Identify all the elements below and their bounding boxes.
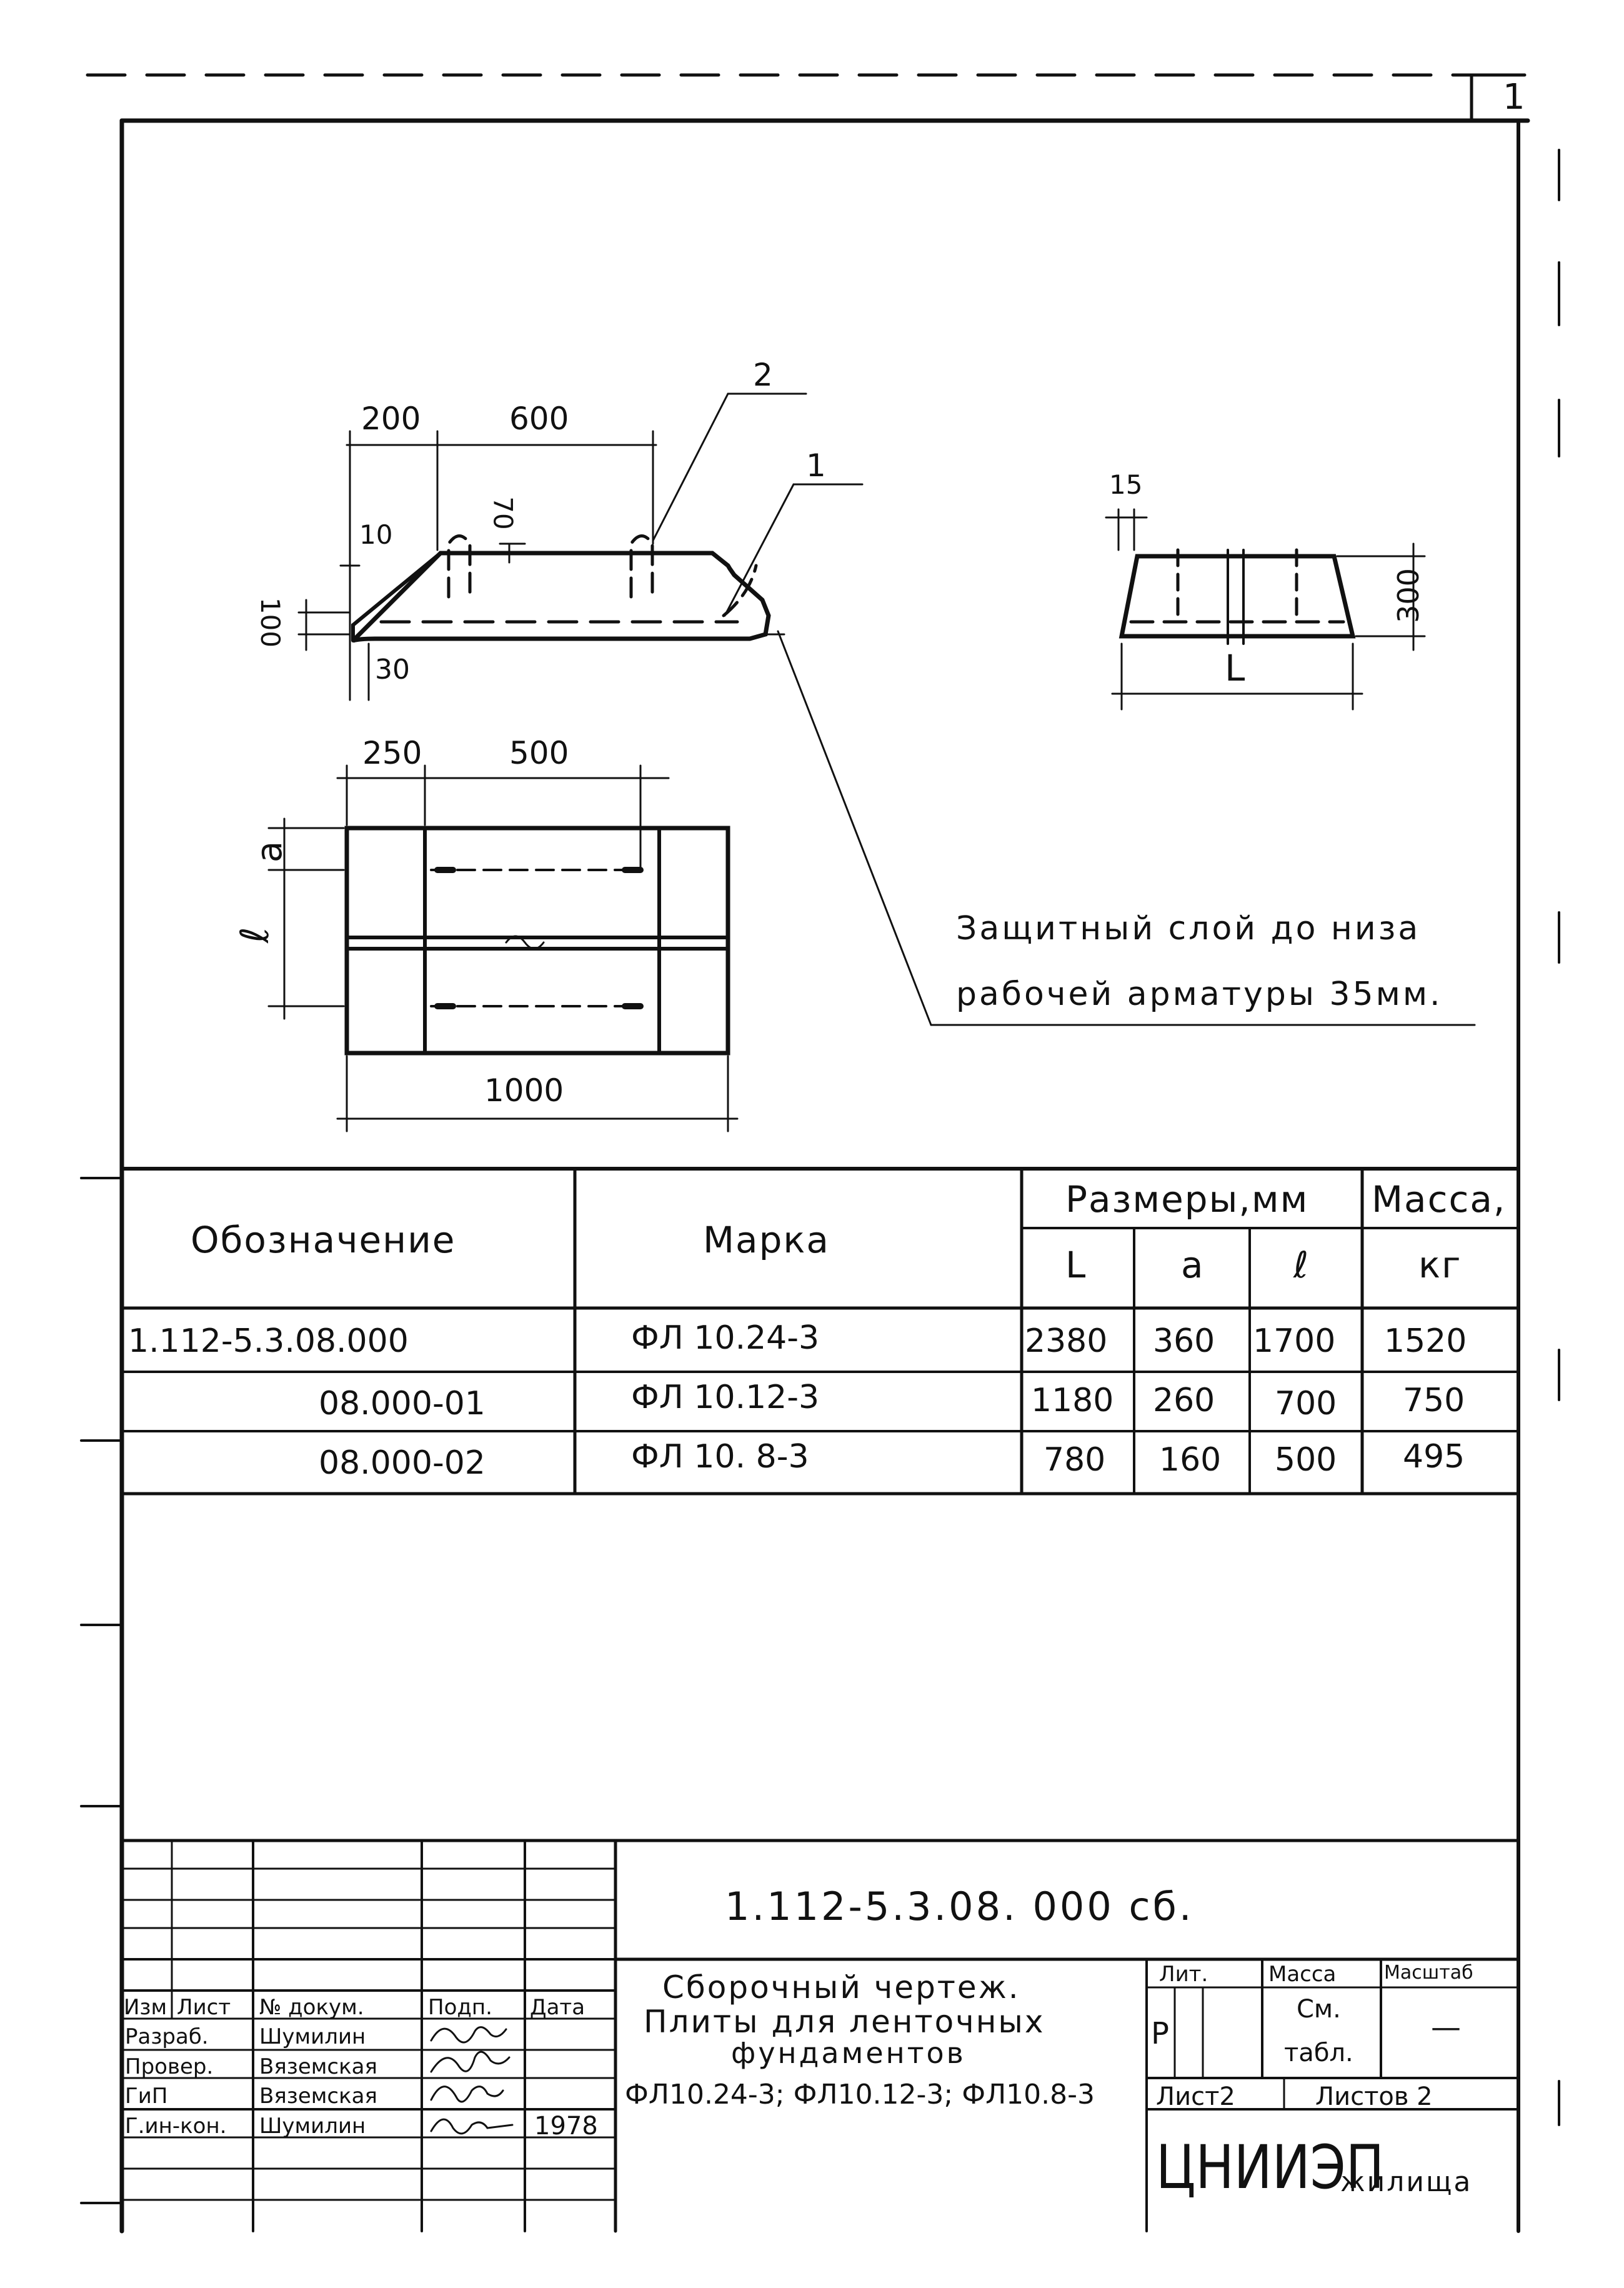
org-logo: ЦНИИЭП bbox=[1156, 2132, 1385, 2202]
header-L: L bbox=[1065, 1244, 1087, 1286]
title-line-2: Плиты для ленточных bbox=[644, 2004, 1045, 2040]
dim-200: 200 bbox=[361, 401, 421, 437]
note-line-1: Защитный слой до низа bbox=[956, 910, 1421, 947]
scale-value: — bbox=[1431, 2010, 1461, 2045]
name-developer: Шумилин bbox=[259, 2024, 366, 2049]
callout-1: 1 bbox=[806, 447, 826, 484]
cell-mass: 495 bbox=[1403, 1438, 1465, 1476]
col-date: Дата bbox=[530, 1995, 585, 2020]
role-developer: Разраб. bbox=[125, 2024, 209, 2049]
header-l: ℓ bbox=[1293, 1244, 1310, 1286]
cell-L: 1180 bbox=[1031, 1382, 1114, 1419]
cell-designation: 08.000-01 bbox=[319, 1385, 486, 1422]
dim-a: a bbox=[249, 841, 291, 863]
header-mass: Масса, bbox=[1372, 1178, 1507, 1221]
cell-l: 700 bbox=[1275, 1385, 1337, 1422]
cell-a: 260 bbox=[1153, 1382, 1215, 1419]
cell-l: 1700 bbox=[1253, 1322, 1336, 1360]
sheets-total: Листов 2 bbox=[1315, 2082, 1433, 2111]
cell-l: 500 bbox=[1275, 1441, 1337, 1479]
header-mark: Марка bbox=[703, 1219, 830, 1261]
role-chief-designer: Г.ин-кон. bbox=[125, 2114, 227, 2139]
sheet-number: Лист2 bbox=[1156, 2082, 1235, 2111]
cell-mark: ФЛ 10.24-3 bbox=[631, 1319, 820, 1357]
callout-2: 2 bbox=[753, 357, 773, 393]
label-mass: Масса bbox=[1268, 1962, 1337, 1987]
cell-mass: 750 bbox=[1403, 1382, 1465, 1419]
col-sign: Подп. bbox=[428, 1995, 492, 2020]
mass-value-1: См. bbox=[1297, 1995, 1341, 2024]
sheet-corner-number: 1 bbox=[1503, 77, 1525, 117]
dim-500: 500 bbox=[509, 735, 569, 771]
dim-300: 300 bbox=[1391, 568, 1425, 623]
cell-mass: 1520 bbox=[1384, 1322, 1467, 1360]
role-checker: Провер. bbox=[125, 2054, 214, 2079]
role-chief-engineer: ГиП bbox=[125, 2084, 168, 2109]
cell-a: 160 bbox=[1159, 1441, 1222, 1479]
document-code: 1.112-5.3.08. 000 сб. bbox=[725, 1884, 1194, 1929]
cell-mark: ФЛ 10. 8-3 bbox=[631, 1438, 809, 1476]
title-line-4: ФЛ10.24-3; ФЛ10.12-3; ФЛ10.8-3 bbox=[625, 2079, 1095, 2111]
dim-250: 250 bbox=[362, 735, 422, 771]
name-checker: Вяземская bbox=[259, 2054, 377, 2079]
dim-10: 10 bbox=[359, 519, 393, 550]
dim-70: 70 bbox=[487, 496, 519, 530]
col-doc: № докум. bbox=[259, 1995, 364, 2020]
dim-l: ℓ bbox=[231, 927, 277, 943]
dim-600: 600 bbox=[509, 401, 569, 437]
cell-designation: 1.112-5.3.08.000 bbox=[128, 1322, 409, 1360]
label-scale: Масштаб bbox=[1384, 1962, 1473, 1984]
dim-30: 30 bbox=[375, 654, 410, 686]
mass-value-2: табл. bbox=[1284, 2039, 1353, 2067]
date-year: 1978 bbox=[534, 2112, 598, 2141]
header-designation: Обозначение bbox=[191, 1219, 456, 1261]
col-izm: Изм bbox=[124, 1995, 167, 2020]
title-line-3: фундаментов bbox=[731, 2036, 966, 2070]
lit-value: Р bbox=[1151, 2016, 1169, 2051]
dim-15: 15 bbox=[1109, 469, 1143, 500]
cell-a: 360 bbox=[1153, 1322, 1215, 1360]
name-chief-designer: Шумилин bbox=[259, 2114, 366, 2139]
cell-designation: 08.000-02 bbox=[319, 1444, 486, 1482]
dim-1000: 1000 bbox=[484, 1072, 564, 1109]
note-line-2: рабочей арматуры 35мм. bbox=[956, 976, 1443, 1013]
header-a: a bbox=[1181, 1244, 1205, 1286]
cell-L: 780 bbox=[1044, 1441, 1106, 1479]
header-dimensions: Размеры,мм bbox=[1065, 1178, 1309, 1221]
col-list: Лист bbox=[177, 1995, 231, 2020]
org-subtitle: жилища bbox=[1340, 2166, 1473, 2198]
header-mass-unit: кг bbox=[1418, 1244, 1462, 1286]
name-chief-engineer: Вяземская bbox=[259, 2084, 377, 2109]
title-line-1: Сборочный чертеж. bbox=[662, 1969, 1020, 2006]
cell-L: 2380 bbox=[1025, 1322, 1108, 1360]
dim-100: 100 bbox=[255, 597, 286, 648]
cell-mark: ФЛ 10.12-3 bbox=[631, 1379, 820, 1416]
label-lit: Лит. bbox=[1159, 1962, 1208, 1987]
dim-L: L bbox=[1225, 647, 1245, 689]
